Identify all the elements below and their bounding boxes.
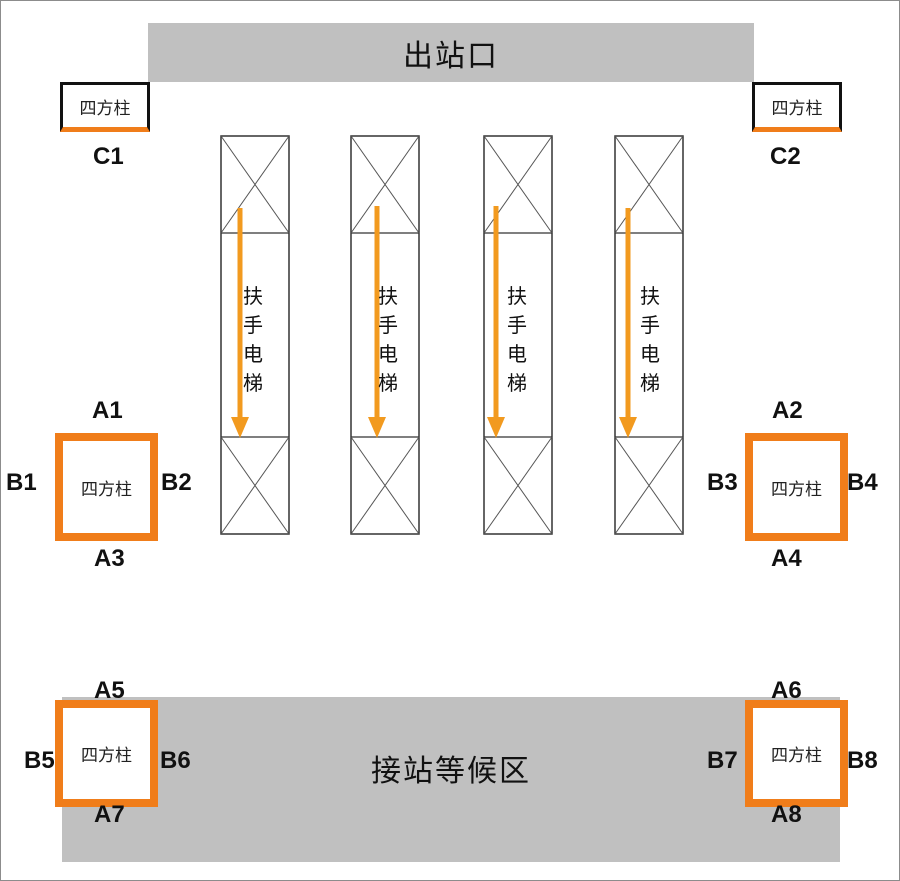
marker-c1: C1 — [93, 143, 124, 170]
pillar-label: 四方柱 — [771, 479, 822, 500]
marker-a8: A8 — [771, 801, 802, 828]
escalator-3 — [483, 135, 553, 535]
exit-area: 出站口 — [148, 23, 754, 82]
escalator-1 — [220, 135, 290, 535]
marker-b3: B3 — [707, 469, 738, 496]
marker-a2: A2 — [772, 397, 803, 424]
marker-a7: A7 — [94, 801, 125, 828]
marker-b4: B4 — [847, 469, 878, 496]
waiting-area-label: 接站等候区 — [371, 753, 531, 789]
escalator-2-label: 扶手电梯 — [378, 284, 398, 395]
pillar-label: 四方柱 — [81, 479, 132, 500]
pillar-label: 四方柱 — [81, 746, 132, 766]
marker-b5: B5 — [24, 747, 55, 774]
pillar-right-bottom: 四方柱 — [745, 700, 848, 807]
pillar-label: 四方柱 — [771, 746, 822, 766]
marker-a6: A6 — [771, 677, 802, 704]
marker-b1: B1 — [6, 469, 37, 496]
marker-c2: C2 — [770, 143, 801, 170]
pillar-right-middle: 四方柱 — [745, 433, 848, 541]
pillar-c2: 四方柱 — [752, 82, 842, 132]
pillar-left-middle: 四方柱 — [55, 433, 158, 541]
escalator-1-label: 扶手电梯 — [243, 284, 263, 395]
marker-b8: B8 — [847, 747, 878, 774]
pillar-label: 四方柱 — [771, 98, 823, 119]
escalator-3-label: 扶手电梯 — [507, 284, 527, 395]
pillar-label: 四方柱 — [79, 98, 131, 119]
marker-a3: A3 — [94, 545, 125, 572]
waiting-area: 接站等候区 — [62, 697, 840, 862]
marker-b2: B2 — [161, 469, 192, 496]
pillar-left-bottom: 四方柱 — [55, 700, 158, 807]
escalator-4-label: 扶手电梯 — [640, 284, 660, 395]
pillar-c1: 四方柱 — [60, 82, 150, 132]
exit-label: 出站口 — [403, 38, 499, 74]
escalator-2 — [350, 135, 420, 535]
marker-b6: B6 — [160, 747, 191, 774]
escalator-4 — [614, 135, 684, 535]
marker-a5: A5 — [94, 677, 125, 704]
marker-a4: A4 — [771, 545, 802, 572]
marker-b7: B7 — [707, 747, 738, 774]
marker-a1: A1 — [92, 397, 123, 424]
